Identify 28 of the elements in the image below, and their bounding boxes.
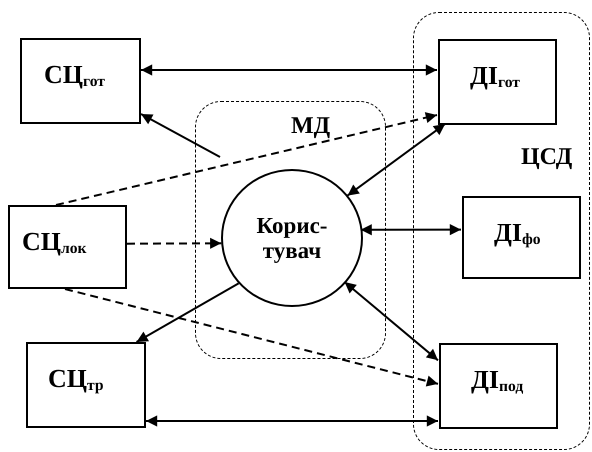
arrow [346, 123, 446, 196]
dashed-group-boundary [195, 101, 386, 359]
arrow [136, 282, 240, 343]
group-label: МД [291, 114, 330, 138]
dashed-group-boundary [413, 12, 590, 450]
arrow [64, 288, 438, 387]
node-label: СЦ$_{тр}$ [48, 366, 104, 394]
group-label: ЦСД [521, 145, 572, 169]
node-label: ДІ$_{под}$ [471, 367, 524, 395]
node-label: СЦ$_{гот}$ [44, 62, 105, 90]
user-circle [221, 169, 363, 307]
node-label: СЦ$_{лок}$ [22, 229, 87, 257]
node-label: ДІ$_{гот}$ [470, 63, 520, 91]
arrow [140, 113, 220, 158]
arrow [146, 415, 438, 427]
rectangle-box [438, 39, 557, 125]
rectangle-box [439, 343, 558, 429]
rectangle-box [20, 38, 141, 124]
rectangle-box [8, 205, 127, 289]
arrow [56, 112, 438, 206]
rectangle-box [462, 196, 581, 279]
node-label: ДІ$_{фо}$ [494, 220, 541, 248]
node-label: Корис- тувач [256, 212, 328, 264]
arrow [127, 238, 222, 249]
arrow [344, 281, 439, 362]
arrow [360, 224, 461, 236]
rectangle-box [26, 342, 146, 428]
arrow [141, 64, 437, 76]
